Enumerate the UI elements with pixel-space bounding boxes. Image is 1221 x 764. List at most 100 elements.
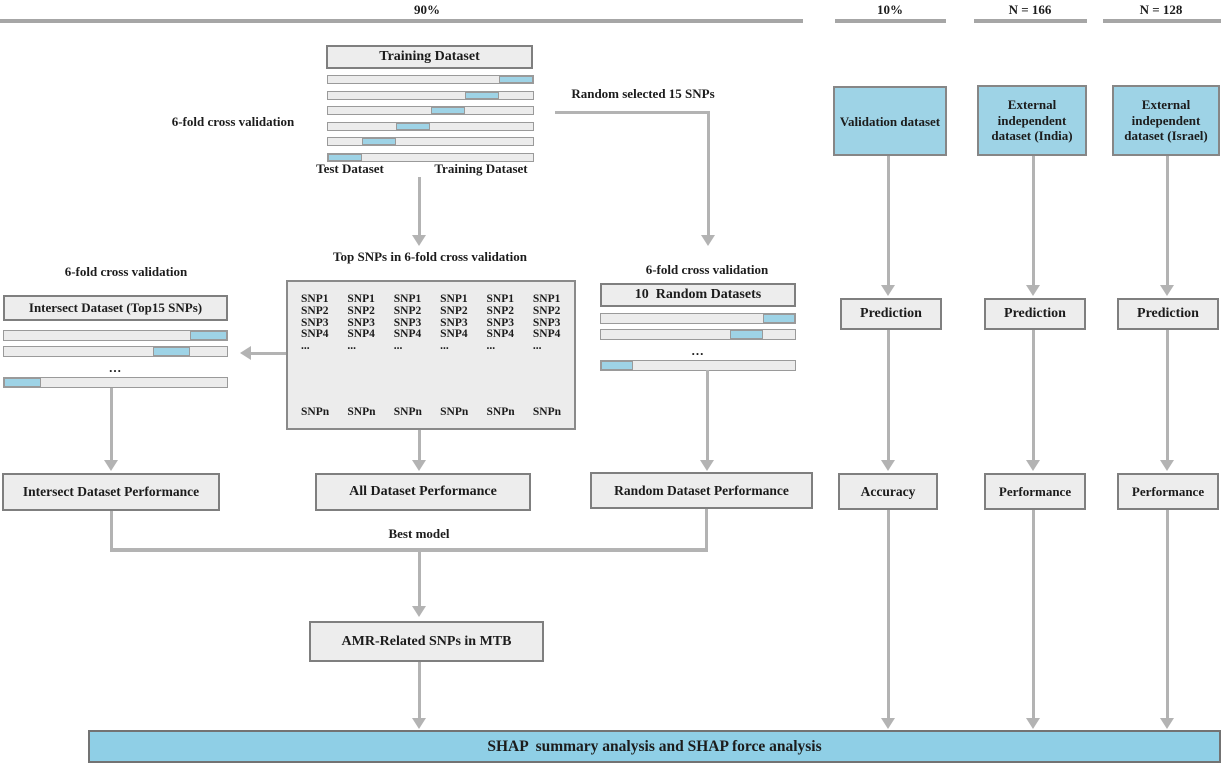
test-dataset-label: Test Dataset	[316, 161, 384, 176]
connector-israel-performance-to-shap	[1166, 510, 1169, 718]
best-model-junction-line	[110, 548, 708, 552]
arrowhead-down-icon	[1026, 718, 1040, 729]
india-performance-label: Performance	[998, 483, 1072, 499]
india-dataset-box-label: External independent dataset (India)	[991, 97, 1073, 144]
snp-cell: SNP2	[532, 304, 561, 317]
ellipsis: ...	[109, 360, 122, 375]
snp-cell: SNP1	[301, 293, 329, 305]
india-prediction-label: Prediction	[1004, 306, 1066, 321]
validation-dataset-box: Validation dataset	[833, 86, 947, 156]
snp-box-title: Top SNPs in 6-fold cross validation	[333, 249, 527, 264]
amr-snps-box-label: AMR-Related SNPs in MTB	[341, 633, 512, 649]
accuracy-box: Accuracy	[838, 473, 938, 510]
cv-fold-bar	[3, 377, 228, 388]
test-fold-segment	[430, 107, 465, 114]
test-fold-segment	[362, 138, 397, 145]
snp-cell: SNP2	[347, 304, 375, 317]
snp-cell: SNP2	[440, 304, 468, 317]
shap-banner: SHAP summary analysis and SHAP force ana…	[88, 730, 1221, 763]
connector-random-to-performance	[706, 370, 709, 460]
intersect-dataset-box-label: Intersect Dataset (Top15 SNPs)	[28, 300, 203, 315]
india-dataset-box: External independent dataset (India)	[977, 85, 1087, 156]
connector-snps-to-intersect	[251, 352, 286, 355]
snp-cell: SNP4	[301, 328, 329, 341]
arrowhead-down-icon	[412, 460, 426, 471]
connector-validation-to-prediction	[887, 156, 890, 285]
snp-cell: SNP1	[393, 293, 422, 305]
random-selected-label: Random selected 15 SNPs	[571, 86, 715, 101]
cv-fold-bar	[327, 137, 534, 146]
training-dataset-box-label: Training Dataset	[379, 49, 480, 64]
snp-cell: ...	[532, 340, 542, 353]
snp-cell: ...	[301, 340, 310, 353]
test-fold-segment	[189, 331, 227, 340]
india-n-label: N = 166	[1008, 2, 1052, 17]
training-dataset-box: Training Dataset	[326, 45, 533, 69]
arrowhead-down-icon	[1160, 460, 1174, 471]
arrowhead-down-icon	[1026, 285, 1040, 296]
test-fold-segment	[601, 361, 634, 370]
connector-snps-to-all-performance	[418, 430, 421, 460]
snp-cell: SNP3	[532, 316, 561, 329]
validation-prediction-label: Prediction	[860, 306, 922, 321]
training-cv-bars	[327, 75, 534, 168]
israel-prediction-label: Prediction	[1137, 306, 1199, 321]
shap-banner-label: SHAP summary analysis and SHAP force ana…	[487, 737, 822, 755]
amr-snps-box: AMR-Related SNPs in MTB	[309, 621, 544, 662]
random-cv-bars: ...	[600, 313, 796, 376]
test-fold-segment	[498, 76, 533, 83]
arrowhead-down-icon	[1160, 285, 1174, 296]
snp-cell: SNP4	[440, 328, 468, 341]
india-prediction-box: Prediction	[984, 298, 1086, 330]
cv-fold-bar	[600, 360, 796, 371]
israel-dataset-box-label: External independent dataset (Israel)	[1124, 97, 1208, 144]
snp-cell: SNP3	[440, 316, 468, 329]
all-performance-label: All Dataset Performance	[349, 484, 497, 499]
cv-fold-bar	[327, 106, 534, 115]
snp-cell: SNP2	[301, 304, 329, 317]
snp-cell: SNP1	[440, 293, 468, 305]
arrowhead-down-icon	[412, 606, 426, 617]
israel-prediction-box: Prediction	[1117, 298, 1219, 330]
connector-intersect-to-performance	[110, 388, 113, 460]
arrowhead-down-icon	[1026, 460, 1040, 471]
snp-cell: SNPn	[347, 406, 376, 419]
israel-dataset-box: External independent dataset (Israel)	[1112, 85, 1220, 156]
validation-prediction-box: Prediction	[840, 298, 942, 330]
snp-cell: SNP3	[486, 316, 514, 329]
connector-intersect-perf-down	[110, 511, 113, 551]
random-datasets-box: 10 Random Datasets	[600, 283, 796, 307]
training-cv-label: 6-fold cross validation	[171, 114, 295, 129]
snp-cell: SNPn	[486, 406, 515, 419]
train-split-line	[0, 19, 803, 23]
india-n-line	[974, 19, 1087, 23]
test-fold-segment	[762, 314, 795, 323]
training-dataset-label: Training Dataset	[434, 161, 528, 176]
cv-fold-bar	[3, 330, 228, 341]
validation-split-label: 10%	[877, 2, 903, 17]
intersect-performance-box: Intersect Dataset Performance	[2, 473, 220, 511]
arrowhead-down-icon	[412, 718, 426, 729]
connector-accuracy-to-shap	[887, 510, 890, 718]
connector-random-perf-down	[705, 509, 708, 551]
random-performance-label: Random Dataset Performance	[614, 482, 789, 498]
test-fold-segment	[396, 122, 431, 130]
test-fold-segment	[152, 347, 190, 356]
ellipsis: ...	[691, 343, 705, 358]
india-performance-box: Performance	[984, 473, 1086, 510]
snp-cell: SNP1	[347, 293, 375, 305]
test-fold-segment	[328, 153, 363, 161]
connector-random-selected-hline	[555, 111, 710, 114]
cv-fold-bar	[600, 313, 796, 324]
snp-cell: SNP2	[486, 304, 514, 317]
intersect-cv-label: 6-fold cross validation	[64, 264, 188, 279]
snp-cell: ...	[486, 340, 496, 353]
connector-india-performance-to-shap	[1032, 510, 1035, 718]
accuracy-box-label: Accuracy	[860, 483, 916, 499]
connector-prediction-to-accuracy	[887, 330, 890, 460]
